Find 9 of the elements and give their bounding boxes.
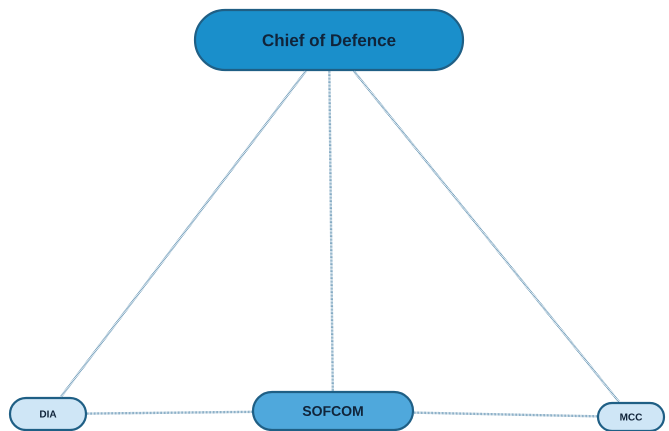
connector-line <box>87 410 252 415</box>
process-box: SOFCOM <box>252 390 414 431</box>
connector-line <box>352 70 620 403</box>
connector-line <box>414 411 597 418</box>
process-box: DIA <box>8 396 88 431</box>
connector-line <box>60 70 307 398</box>
process-box: Chief of Defence <box>194 8 464 72</box>
process-box: MCC <box>596 402 666 431</box>
connector-line <box>328 71 334 391</box>
